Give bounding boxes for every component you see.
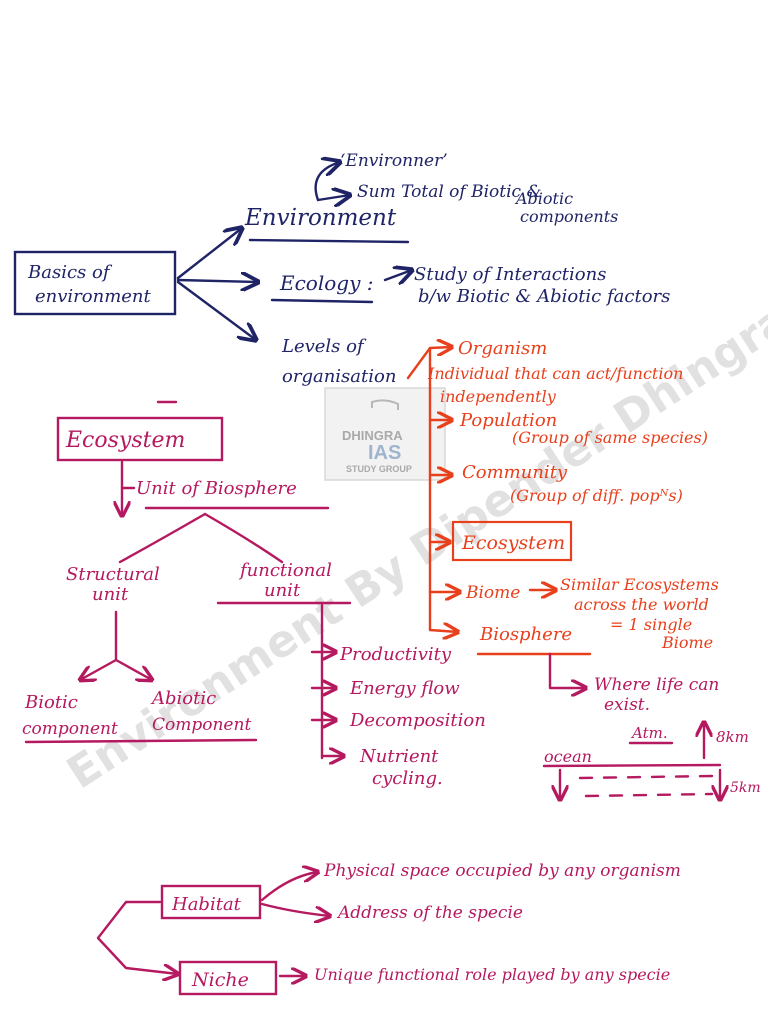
environment-underline: [248, 238, 410, 244]
unit-of-biosphere: Unit of Biosphere: [136, 478, 297, 499]
biotic-label-1: Biotic: [24, 692, 78, 713]
environment-etymology: ‘Environner’: [340, 151, 448, 171]
level-ecosystem: Ecosystem: [461, 532, 565, 554]
abiotic-arrow: [114, 658, 152, 680]
organism-definition-2: independently: [440, 387, 557, 406]
root-label-line2: environment: [35, 286, 152, 307]
function-nutrient: Nutrient: [359, 746, 439, 767]
habitat-definition-1: Physical space occupied by any organism: [323, 861, 681, 881]
habitat-arrow-1: [260, 872, 318, 902]
structural-branch: [118, 512, 207, 564]
biome-definition-3: = 1 single: [610, 615, 692, 634]
biotic-arrow: [80, 658, 118, 680]
organism-definition-1: Individual that can act/function: [427, 364, 683, 383]
depth-label: 5km: [730, 780, 761, 796]
ecology-underline: [270, 298, 374, 304]
ocean-dash-2: [584, 792, 714, 798]
watermark-logo-line2: IAS: [368, 442, 401, 464]
ecosystem-title: Ecosystem: [65, 428, 185, 453]
atmosphere-label: Atm.: [630, 724, 668, 742]
root-label-line1: Basics of: [27, 262, 113, 283]
function-decomposition: Decomposition: [349, 710, 486, 731]
habitat-arrow-2: [260, 902, 330, 916]
niche-label: Niche: [191, 969, 249, 991]
root-box: [13, 250, 177, 316]
biotic-label-2: component: [22, 719, 118, 739]
height-label: 8km: [716, 728, 749, 746]
environment-arrow-right: [316, 195, 350, 200]
biome-definition-4: Biome: [661, 633, 713, 652]
level-population: Population: [459, 410, 557, 431]
environment-definition-1: Sum Total of Biotic &: [357, 182, 542, 202]
environment-arrow-up: [314, 162, 340, 202]
level-biome: Biome: [465, 583, 520, 603]
structural-label-2: unit: [92, 584, 129, 605]
functional-label-1: functional: [238, 560, 332, 581]
functional-label-2: unit: [264, 580, 301, 601]
level-biosphere: Biosphere: [479, 624, 572, 645]
levels-of-organisation-list: Organism Individual that can act/functio…: [406, 338, 719, 656]
branch-arrow-ecology: [176, 280, 258, 282]
biosphere-definition-1: Where life can: [594, 675, 719, 695]
ecosystem-mindmap: Ecosystem Unit of Biosphere Structural u…: [22, 400, 486, 789]
niche-box: [178, 960, 278, 996]
book-icon: [371, 399, 399, 410]
ecology-heading: Ecology :: [279, 271, 373, 295]
environment-heading: Environment: [244, 205, 397, 231]
ecosystem-title-box: [56, 416, 224, 462]
niche-definition: Unique functional role played by any spe…: [314, 965, 670, 984]
function-cycling: cycling.: [372, 768, 443, 789]
habitat-niche-bracket: [96, 900, 178, 974]
functional-branch: [203, 512, 284, 564]
function-productivity: Productivity: [339, 644, 452, 665]
community-definition: (Group of diff. popᴺs): [510, 486, 683, 505]
branch-arrow-levels: [176, 280, 256, 340]
components-underline: [24, 738, 258, 744]
watermark-logo-line1: DHINGRA: [342, 428, 403, 443]
structural-label-1: Structural: [66, 564, 160, 585]
habitat-definition-2: Address of the specie: [336, 903, 523, 923]
level-community: Community: [462, 462, 568, 483]
ocean-label: ocean: [544, 747, 592, 766]
biome-definition-2: across the world: [574, 595, 709, 614]
abiotic-label-2: Component: [152, 715, 251, 735]
ecosystem-level-box: [451, 520, 573, 562]
ocean-dash-1: [578, 774, 714, 780]
levels-heading-2: organisation: [282, 366, 396, 387]
watermark-logo: DHINGRA IAS STUDY GROUP: [324, 387, 446, 481]
ocean-surface: [542, 763, 722, 768]
environment-definition-3: components: [520, 207, 618, 226]
environment-definition-2: Abiotic: [514, 189, 573, 208]
ecology-definition-1: Study of Interactions: [414, 264, 606, 285]
arrow-organism: [428, 347, 452, 348]
watermark-logo-line3: STUDY GROUP: [346, 464, 412, 474]
basics-mindmap: Basics of environment Environment ‘Envir…: [13, 151, 670, 387]
habitat-niche-map: Habitat Physical space occupied by any o…: [96, 861, 681, 996]
arrow-biosphere: [428, 630, 458, 632]
branch-arrow-environment: [176, 228, 242, 280]
habitat-box: [160, 884, 262, 920]
ecology-arrow: [383, 270, 412, 280]
biome-definition-1: Similar Ecosystems: [560, 575, 719, 594]
population-definition: (Group of same species): [512, 428, 708, 447]
function-energy-flow: Energy flow: [349, 678, 460, 699]
ecology-definition-2: b/w Biotic & Abiotic factors: [418, 286, 670, 307]
biosphere-arrow: [548, 652, 586, 688]
biosphere-definition-2: exist.: [604, 695, 650, 715]
habitat-label: Habitat: [171, 894, 242, 915]
abiotic-label-1: Abiotic: [150, 688, 216, 709]
level-organism: Organism: [458, 338, 547, 359]
biosphere-extent: Where life can exist. Atm. 8km ocean 5km: [542, 652, 761, 800]
levels-heading-1: Levels of: [281, 336, 367, 357]
